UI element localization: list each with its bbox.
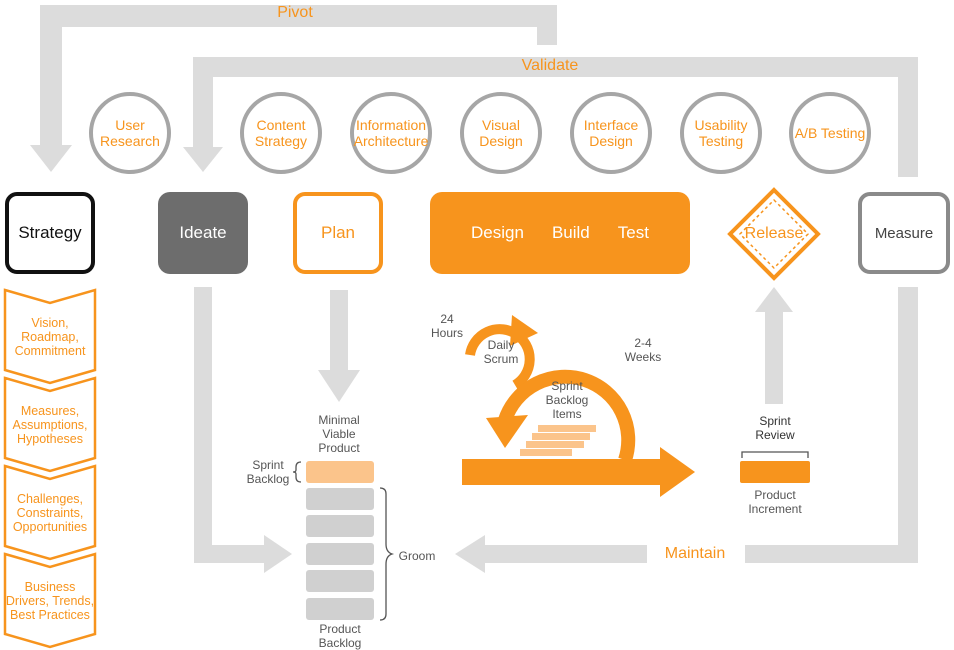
stage-release: Release [744, 225, 804, 242]
groom-label: Groom [398, 549, 436, 563]
stage-strategy: Strategy [5, 192, 95, 274]
pivot-loop-arrow [30, 5, 557, 172]
sprint-cycle [462, 315, 695, 497]
stage-design-build-test: Design Build Test [430, 192, 690, 274]
mvp-label: Minimal Viable Product [318, 413, 360, 455]
validate-label: Validate [521, 57, 579, 74]
backlog-blocks [306, 461, 374, 620]
strategy-item-measures: Measures, Assumptions, Hypotheses [12, 403, 88, 446]
weeks-label: 2-4 Weeks [624, 336, 662, 364]
pivot-label: Pivot [277, 4, 313, 21]
review-up-arrow [755, 287, 793, 404]
strategy-item-vision: Vision, Roadmap, Commitment [14, 315, 86, 358]
maintain-loop-arrow [455, 287, 918, 573]
ideate-to-backlog-arrow [194, 287, 292, 573]
strategy-item-challenges: Challenges, Constraints, Opportunities [12, 491, 88, 534]
plan-down-arrow [318, 290, 360, 402]
release-diamond [727, 187, 821, 281]
stage-ideate: Ideate [158, 192, 248, 274]
stage-measure: Measure [858, 192, 950, 274]
product-backlog-label: Product Backlog [318, 622, 362, 650]
hours-label: 24 Hours [430, 312, 463, 340]
stage-build: Build [551, 223, 590, 242]
stage-test: Test [617, 223, 649, 242]
activity-interface-design: Interface Design [570, 92, 652, 174]
sprint-backlog-label: Sprint Backlog [246, 458, 290, 486]
stage-design: Design [471, 223, 524, 242]
maintain-label: Maintain [664, 545, 726, 562]
activity-usability-testing: Usability Testing [680, 92, 762, 174]
backlog-braces [292, 461, 395, 621]
activity-ab-testing: A/B Testing [789, 92, 871, 174]
daily-scrum-label: Daily Scrum [483, 338, 519, 366]
validate-loop-arrow [183, 57, 918, 177]
activity-content-strategy: Content Strategy [240, 92, 322, 174]
product-increment-block [740, 451, 810, 483]
sprint-backlog-items-label: Sprint Backlog Items [545, 379, 589, 421]
activity-visual-design: Visual Design [460, 92, 542, 174]
strategy-chevrons [3, 288, 97, 649]
activity-information-architecture: Information Architecture [350, 92, 432, 174]
strategy-item-business: Business Drivers, Trends, Best Practices [5, 579, 95, 622]
stage-plan: Plan [293, 192, 383, 274]
activity-user-research: User Research [89, 92, 171, 174]
sprint-review-label: Sprint Review [755, 414, 795, 442]
product-increment-label: Product Increment [748, 488, 802, 516]
